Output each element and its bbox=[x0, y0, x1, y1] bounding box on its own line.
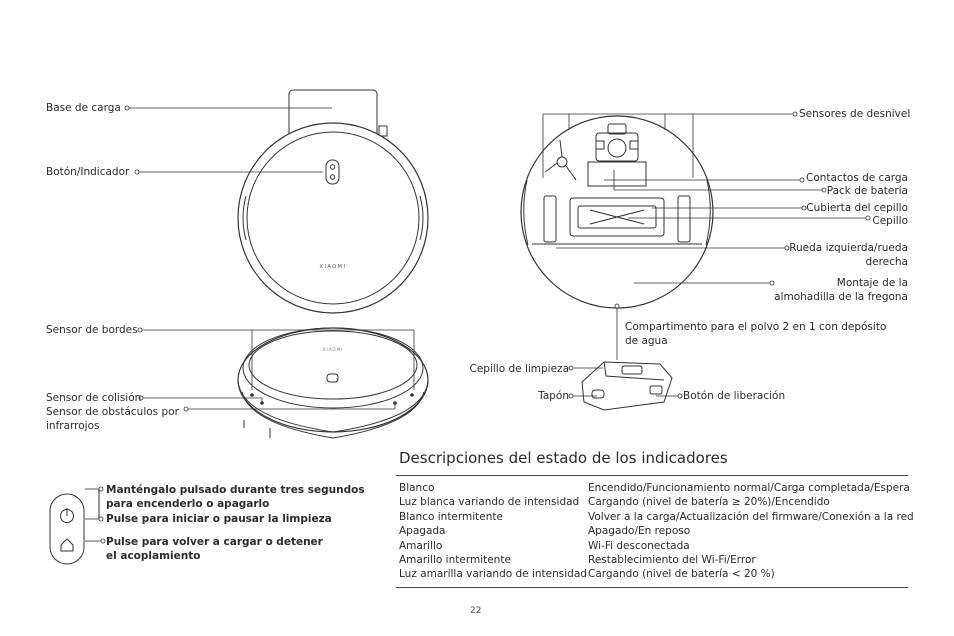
label-dust-compartment: Compartimento para el polvo 2 en 1 con d… bbox=[625, 321, 887, 347]
label-charging-contacts: Contactos de carga bbox=[806, 172, 908, 184]
status-state: Apagada bbox=[399, 525, 446, 538]
status-rule-bottom bbox=[396, 587, 908, 588]
robot-top-view bbox=[237, 89, 429, 314]
label-cleaning-brush: Cepillo de limpieza bbox=[469, 363, 569, 375]
button-panel bbox=[49, 489, 100, 565]
label-brush-cover: Cubierta del cepillo bbox=[806, 202, 908, 214]
status-row: Amarillo intermitente Restablecimiento de… bbox=[399, 553, 914, 567]
label-collision-sensor: Sensor de colisión bbox=[46, 392, 142, 404]
status-row: Blanco Encendido/Funcionamiento normal/Ca… bbox=[399, 481, 914, 495]
power-button-description: Manténgalo pulsado durante tres segundos… bbox=[106, 484, 365, 510]
status-state: Blanco bbox=[399, 482, 435, 494]
svg-text:XIAOMI: XIAOMI bbox=[323, 347, 343, 352]
status-state: Luz blanca variando de intensidad bbox=[399, 496, 580, 509]
label-button-indicator: Botón/Indicador bbox=[46, 166, 130, 178]
status-meaning: Apagado/En reposo bbox=[588, 525, 691, 538]
brand-logo: XIAOMI bbox=[320, 264, 347, 270]
status-state: Amarillo intermitente bbox=[399, 554, 511, 567]
label-wheels: Rueda izquierda/rueda derecha bbox=[789, 242, 908, 268]
status-meaning: Wi-Fi desconectada bbox=[588, 539, 690, 552]
label-charging-base: Base de carga bbox=[46, 102, 121, 114]
dustbin-drawing bbox=[581, 361, 673, 411]
home-button-description: Pulse para volver a cargar o detener el … bbox=[106, 536, 323, 562]
status-meaning: Encendido/Funcionamiento normal/Carga co… bbox=[588, 482, 910, 494]
status-state: Blanco intermitente bbox=[399, 510, 503, 523]
status-meaning: Volver a la carga/Actualización del firm… bbox=[588, 510, 914, 523]
status-title: Descripciones del estado de los indicado… bbox=[399, 449, 728, 467]
label-edge-sensor: Sensor de bordes bbox=[46, 324, 138, 336]
status-rule-top bbox=[396, 475, 908, 476]
label-plug: Tapón bbox=[538, 390, 569, 402]
status-meaning: Restablecimiento del Wi-Fi/Error bbox=[588, 554, 756, 567]
status-meaning: Cargando (nivel de batería ≥ 20%)/Encend… bbox=[588, 496, 830, 509]
robot-side-view bbox=[237, 327, 429, 439]
page-number: 22 bbox=[470, 606, 482, 616]
status-state: Luz amarilla variando de intensidad bbox=[399, 568, 587, 581]
button-indicator-drawing bbox=[325, 159, 340, 185]
status-row: Amarillo Wi-Fi desconectada bbox=[399, 539, 914, 553]
status-table: Blanco Encendido/Funcionamiento normal/Ca… bbox=[399, 481, 914, 582]
label-brush: Cepillo bbox=[872, 215, 908, 227]
label-battery-pack: Pack de batería bbox=[826, 185, 908, 197]
label-ir-obstacle-sensor: Sensor de obstáculos por infrarrojos bbox=[46, 406, 179, 432]
label-release-button: Botón de liberación bbox=[683, 390, 786, 402]
status-meaning: Cargando (nivel de batería < 20 %) bbox=[588, 568, 775, 581]
status-row: Apagada Apagado/En reposo bbox=[399, 524, 914, 538]
power-button-short-press: Pulse para iniciar o pausar la limpieza bbox=[106, 513, 332, 525]
label-cliff-sensors: Sensores de desnivel bbox=[799, 108, 911, 120]
status-row: Luz blanca variando de intensidad Cargand… bbox=[399, 495, 914, 509]
charging-base-ear bbox=[378, 125, 388, 137]
label-mop-mount: Montaje de la almohadilla de la fregona bbox=[774, 277, 908, 303]
leader-lines bbox=[85, 107, 866, 542]
robot-bottom-view bbox=[520, 115, 714, 309]
status-state: Amarillo bbox=[399, 539, 443, 552]
status-row: Blanco intermitente Volver a la carga/Act… bbox=[399, 510, 914, 524]
